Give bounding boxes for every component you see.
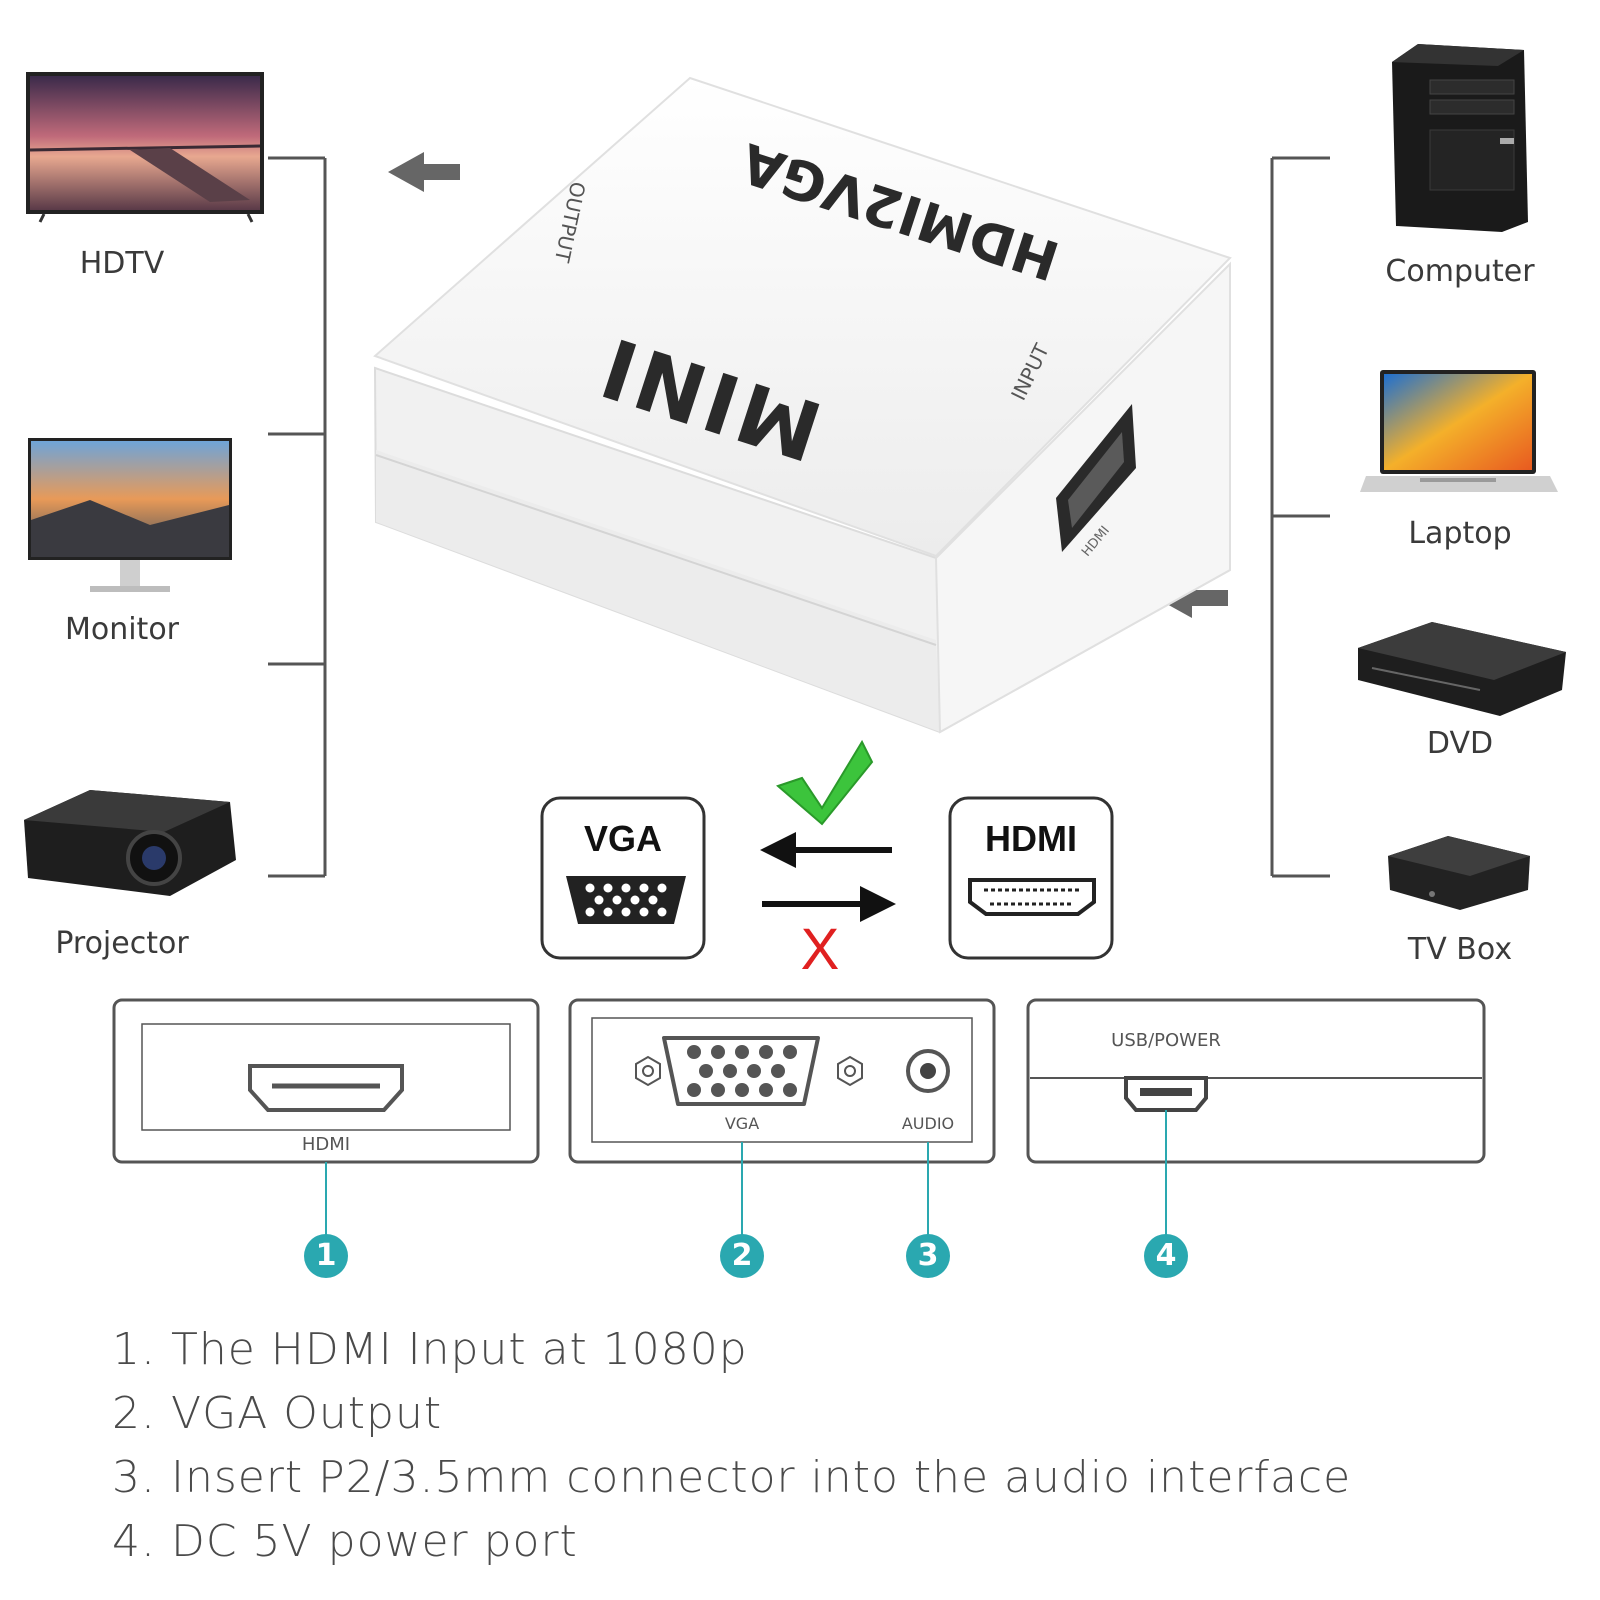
vga-port-label: VGA — [724, 1114, 760, 1133]
computer-tower-icon — [1392, 44, 1528, 232]
dvd-player-icon — [1358, 622, 1566, 716]
device-label-hdtv: HDTV — [79, 246, 165, 281]
hdmi-input-panel — [112, 998, 540, 1164]
marker-4: 4 — [1155, 1238, 1177, 1273]
vga-to-hdmi-arrow-icon — [760, 832, 892, 868]
monitor-icon — [28, 438, 232, 592]
hdmi-card-label: HDMI — [985, 818, 1077, 859]
device-label-projector: Projector — [55, 926, 189, 961]
marker-3: 3 — [917, 1238, 939, 1273]
marker-2: 2 — [731, 1238, 753, 1273]
marker-lines — [325, 1110, 1167, 1236]
device-label-computer: Computer — [1385, 254, 1535, 289]
x-icon: X — [800, 917, 840, 982]
tv-icon — [26, 72, 264, 223]
input-bracket — [1270, 156, 1330, 878]
usb-power-panel — [1026, 998, 1486, 1164]
check-icon — [776, 739, 874, 826]
output-bracket — [268, 156, 327, 878]
device-label-monitor: Monitor — [64, 612, 180, 647]
device-label-tv-box: TV Box — [1407, 932, 1513, 967]
device-label-laptop: Laptop — [1408, 516, 1512, 551]
device-label-dvd: DVD — [1426, 726, 1494, 761]
vga-port-card — [540, 796, 706, 960]
vga-pin-dots — [585, 883, 667, 917]
audio-port-label: AUDIO — [901, 1114, 955, 1133]
usb-power-label: USB/POWER — [1111, 1030, 1221, 1051]
hdmi-port-card — [948, 796, 1114, 960]
marker-1: 1 — [315, 1238, 337, 1273]
marker-circles — [304, 1234, 1188, 1278]
vga-pin-dots — [687, 1045, 797, 1097]
note-1: 1. The HDMI Input at 1080p — [112, 1324, 748, 1375]
output-arrow-icon — [388, 152, 460, 192]
note-2: 2. VGA Output — [112, 1388, 443, 1439]
note-3: 3. Insert P2/3.5mm connector into the au… — [112, 1452, 1352, 1503]
tv-box-icon — [1388, 836, 1530, 910]
hdmi-port-label: HDMI — [301, 1134, 351, 1155]
laptop-icon — [1360, 370, 1558, 492]
projector-icon — [24, 790, 236, 896]
converter-box — [373, 76, 1232, 734]
feature-notes: 1. The HDMI Input at 1080p 2. VGA Output… — [112, 1318, 1351, 1574]
hdmi-to-vga-arrow-icon — [762, 886, 896, 922]
vga-audio-panel — [568, 998, 996, 1164]
note-4: 4. DC 5V power port — [112, 1516, 578, 1567]
vga-card-label: VGA — [583, 818, 662, 859]
